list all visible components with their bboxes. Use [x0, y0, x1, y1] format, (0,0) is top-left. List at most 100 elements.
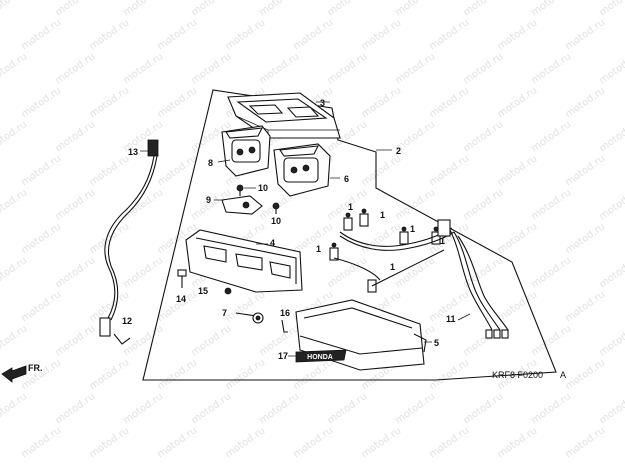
- watermark-text: motod.ru: [87, 221, 131, 256]
- callout-1a: 1: [348, 202, 353, 212]
- watermark-text: motod.ru: [291, 357, 335, 392]
- callout-2: 2: [396, 146, 401, 156]
- watermark-text: motod.ru: [121, 51, 165, 86]
- watermark-text: motod.ru: [19, 425, 63, 460]
- callout-8: 8: [208, 158, 213, 168]
- watermark-text: motod.ru: [563, 425, 607, 460]
- watermark-text: motod.ru: [257, 391, 301, 426]
- callout-14: 14: [176, 294, 186, 304]
- watermark-text: motod.ru: [87, 17, 131, 52]
- leader-11: [457, 313, 471, 321]
- watermark-text: motod.ru: [427, 85, 471, 120]
- callout-10b: 10: [271, 216, 281, 226]
- watermark-text: motod.ru: [121, 0, 165, 18]
- part-cable-clip: [113, 333, 131, 345]
- drawing-code: KRF8 F0200: [492, 370, 543, 380]
- watermark-text: motod.ru: [495, 85, 539, 120]
- watermark-text: motod.ru: [529, 0, 573, 18]
- watermark-text: motod.ru: [0, 0, 29, 18]
- watermark-text: motod.ru: [189, 51, 233, 86]
- callout-12: 12: [122, 316, 132, 326]
- watermark-text: motod.ru: [393, 391, 437, 426]
- watermark-text: motod.ru: [529, 187, 573, 222]
- watermark-text: motod.ru: [325, 391, 369, 426]
- callout-1e: 1: [316, 244, 321, 254]
- watermark-text: motod.ru: [155, 153, 199, 188]
- watermark-text: motod.ru: [495, 153, 539, 188]
- watermark-text: motod.ru: [223, 17, 267, 52]
- part-speedometer-cable: [99, 139, 159, 337]
- watermark-text: motod.ru: [563, 17, 607, 52]
- watermark-text: motod.ru: [359, 85, 403, 120]
- watermark-text: motod.ru: [53, 391, 97, 426]
- part-screw-lower: [272, 202, 280, 214]
- callout-6: 6: [344, 174, 349, 184]
- watermark-text: motod.ru: [359, 17, 403, 52]
- watermark-text: motod.ru: [597, 255, 625, 290]
- watermark-text: motod.ru: [257, 51, 301, 86]
- watermark-text: motod.ru: [325, 51, 369, 86]
- callout-1b: 1: [380, 210, 385, 220]
- callout-11: 11: [446, 314, 456, 324]
- callout-9: 9: [206, 195, 211, 205]
- watermark-text: motod.ru: [155, 425, 199, 460]
- watermark-text: motod.ru: [359, 425, 403, 460]
- watermark-text: motod.ru: [597, 0, 625, 18]
- part-bolt-washer: [235, 312, 264, 324]
- callout-3: 3: [320, 98, 325, 108]
- watermark-text: motod.ru: [189, 391, 233, 426]
- callout-5: 5: [434, 338, 439, 348]
- part-clip: [281, 319, 288, 333]
- callout-13: 13: [128, 147, 138, 157]
- watermark-text: motod.ru: [393, 51, 437, 86]
- watermark-text: motod.ru: [223, 425, 267, 460]
- watermark-text: motod.ru: [495, 289, 539, 324]
- watermark-text: motod.ru: [53, 119, 97, 154]
- callout-1c: 1: [410, 224, 415, 234]
- watermark-text: motod.ru: [461, 0, 505, 18]
- watermark-text: motod.ru: [427, 425, 471, 460]
- part-bolt: [177, 269, 187, 288]
- watermark-text: motod.ru: [393, 0, 437, 18]
- watermark-text: motod.ru: [563, 85, 607, 120]
- direction-label: FR.: [28, 363, 43, 373]
- callout-15: 15: [198, 286, 208, 296]
- callout-16: 16: [280, 308, 290, 318]
- watermark-text: motod.ru: [563, 289, 607, 324]
- callout-4: 4: [270, 238, 275, 248]
- watermark-text: motod.ru: [53, 255, 97, 290]
- watermark-text: motod.ru: [121, 187, 165, 222]
- watermark-text: motod.ru: [597, 323, 625, 358]
- watermark-text: motod.ru: [0, 391, 29, 426]
- watermark-text: motod.ru: [495, 425, 539, 460]
- watermark-text: motod.ru: [461, 119, 505, 154]
- part-right-meter: [273, 143, 331, 197]
- part-meter-case: [185, 229, 303, 293]
- front-direction-arrow-icon: [1, 365, 27, 383]
- watermark-text: motod.ru: [461, 51, 505, 86]
- watermark-text: motod.ru: [529, 391, 573, 426]
- watermark-text: motod.ru: [461, 391, 505, 426]
- watermark-text: motod.ru: [189, 323, 233, 358]
- watermark-text: motod.ru: [427, 153, 471, 188]
- watermark-text: motod.ru: [393, 255, 437, 290]
- part-bracket: [221, 195, 263, 215]
- watermark-text: motod.ru: [597, 51, 625, 86]
- watermark-text: motod.ru: [223, 357, 267, 392]
- callout-labels: 3 2 8 6 10 9 10 4 14 15 7 16 12 13 17 5 …: [122, 98, 456, 361]
- watermark-text: motod.ru: [0, 187, 29, 222]
- watermark-text: motod.ru: [597, 119, 625, 154]
- watermark-text: motod.ru: [155, 85, 199, 120]
- watermark-text: motod.ru: [53, 187, 97, 222]
- watermark-text: motod.ru: [53, 323, 97, 358]
- watermark-text: motod.ru: [529, 255, 573, 290]
- part-screw-upper: [236, 184, 244, 196]
- watermark-text: motod.ru: [529, 323, 573, 358]
- watermark-text: motod.ru: [427, 17, 471, 52]
- watermark-text: motod.ru: [189, 0, 233, 18]
- watermark-text: motod.ru: [0, 255, 29, 290]
- watermark-text: motod.ru: [19, 17, 63, 52]
- watermark-text: motod.ru: [529, 119, 573, 154]
- watermark-text: motod.ru: [427, 357, 471, 392]
- watermark-text: motod.ru: [19, 289, 63, 324]
